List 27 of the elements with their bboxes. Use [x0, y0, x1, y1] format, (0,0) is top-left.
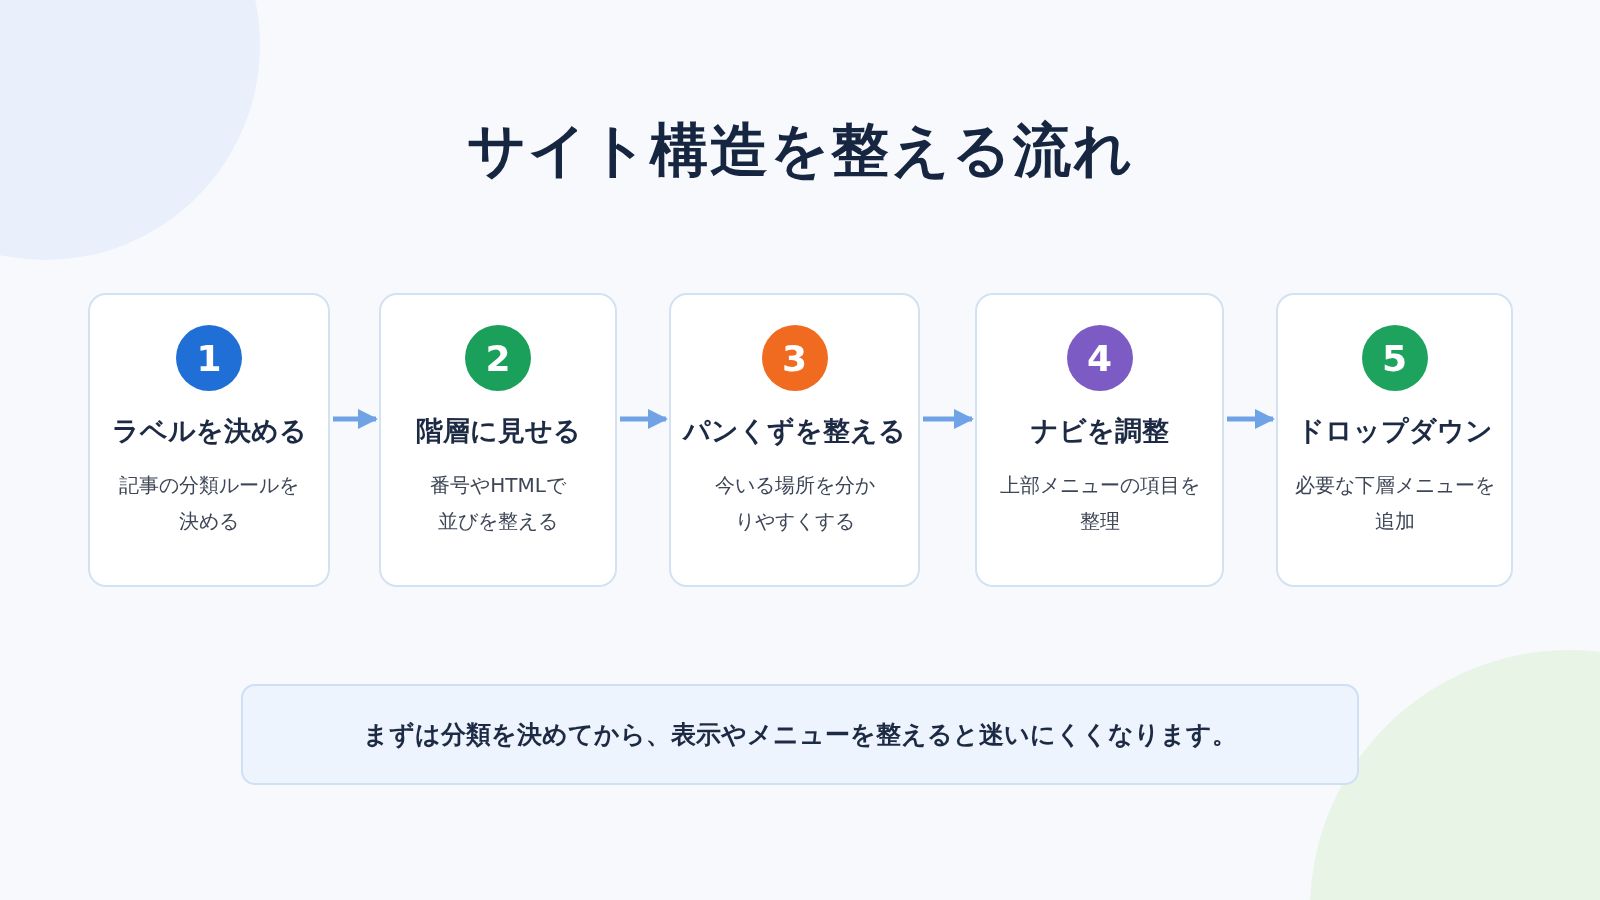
number-circle: 2 — [465, 325, 531, 391]
title: サイト構造を整える流れ — [465, 115, 1135, 186]
step-card — [379, 293, 617, 587]
note-box — [241, 684, 1359, 785]
step-card — [1276, 293, 1513, 587]
number-circle: 3 — [761, 325, 828, 391]
arrow — [1227, 409, 1275, 429]
arrow — [333, 409, 378, 429]
step-card — [669, 293, 920, 587]
step-description: 上部メニューの項目を整理 — [998, 472, 1201, 535]
step-title: ラベルを決める — [110, 414, 308, 448]
step-title: ドロップダウン — [1295, 414, 1494, 448]
number-circle: 5 — [1361, 325, 1428, 391]
step-description: 必要な下層メニューを追加 — [1293, 472, 1496, 535]
step-title: 階層に見せる — [414, 414, 582, 448]
step-description: 番号やHTMLで並びを整える — [429, 472, 567, 535]
number-circle: 4 — [1066, 325, 1133, 391]
step-card — [975, 293, 1224, 587]
step-title: パンくずを整える — [681, 414, 907, 448]
arrow — [620, 409, 668, 429]
step-card — [88, 293, 330, 587]
number-circle: 1 — [176, 325, 242, 391]
step-description: 記事の分類ルールを決める — [118, 472, 300, 535]
step-description: 今いる場所を分かりやすくする — [713, 472, 876, 535]
arrow — [923, 409, 974, 429]
note-text: まずは分類を決めてから、表示やメニューを整えると迷いにくくなります。 — [363, 719, 1237, 751]
step-title: ナビを調整 — [1029, 414, 1170, 448]
